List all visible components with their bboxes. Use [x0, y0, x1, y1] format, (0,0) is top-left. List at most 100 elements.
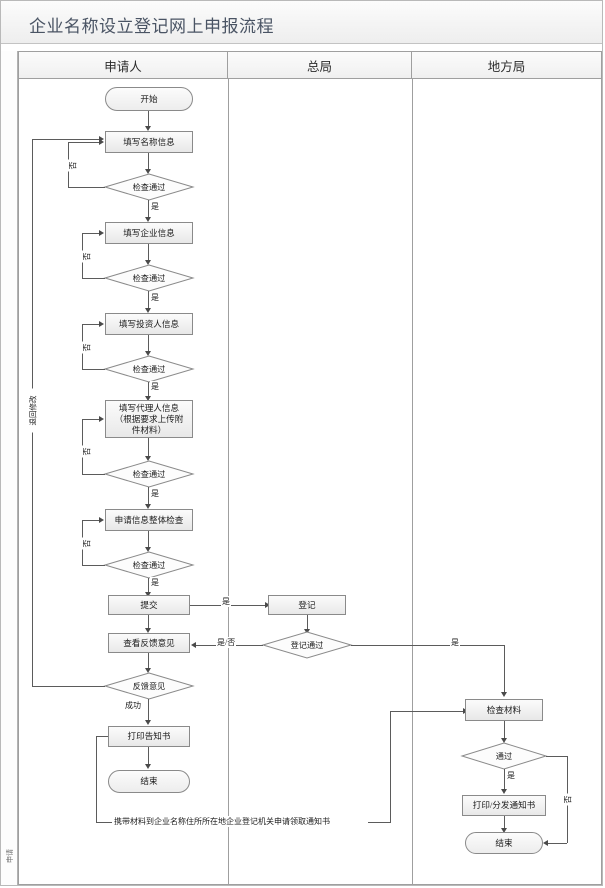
edge-label-check1-yes: 是 [150, 201, 160, 212]
conn-pass-yes [504, 769, 505, 791]
conn-printdist-down [504, 816, 505, 830]
edge-label-check3-yes: 是 [150, 381, 160, 392]
conn-return-modify-h-top [32, 139, 99, 140]
node-end-local-label: 结束 [495, 837, 513, 848]
node-check-materials: 检查材料 [465, 699, 543, 721]
arrow-check3-no [99, 321, 104, 327]
conn-check3-no-h1 [82, 369, 105, 370]
arrow-check4-yes [145, 504, 151, 509]
edge-label-check4-yes: 是 [150, 488, 160, 499]
arrow-return-modify [99, 136, 104, 142]
node-submit: 提交 [108, 595, 190, 615]
conn-check1-no-h1 [68, 187, 105, 188]
conn-viewfeedback-down [148, 653, 149, 670]
conn-check1-no-h2 [68, 142, 99, 143]
arrow-check2-no [99, 230, 104, 236]
node-print-distribute: 打印/分发通知书 [462, 795, 546, 816]
lane-header-head-bureau: 总局 [228, 51, 412, 79]
edge-label-check5-no: 否 [81, 537, 93, 550]
node-end-applicant: 结束 [108, 770, 190, 793]
node-print-distribute-label: 打印/分发通知书 [472, 800, 536, 810]
node-submit-label: 提交 [140, 599, 158, 610]
annotation-pickup-notice: 携带材料到企业名称住所所在地企业登记机关申请领取通知书 [112, 816, 332, 827]
lane-divider-left [18, 79, 228, 885]
arrow-printdist-down [501, 828, 507, 833]
conn-check5-no-h2 [82, 520, 99, 521]
arrow-start-to-fillname [145, 126, 151, 131]
edge-label-pass-no: 否 [562, 793, 574, 806]
lane-divider-mid [228, 79, 412, 885]
conn-return-modify-h-bottom [32, 686, 105, 687]
node-check4: 检查通过 [103, 460, 195, 488]
conn-note-right-h [368, 822, 391, 823]
edge-label-registerpass-yesno: 是/否 [216, 637, 237, 648]
node-register: 登记 [268, 595, 346, 615]
lane-bottom-border [18, 884, 602, 885]
arrow-fillagent-to-check4 [145, 456, 151, 461]
node-check3: 检查通过 [103, 355, 195, 383]
left-side-strip: 申请 [1, 51, 18, 885]
conn-check1-yes [148, 200, 149, 219]
arrow-viewfeedback-down [145, 668, 151, 673]
node-fill-agent: 填写代理人信息 （根据要求上传附 件材料） [105, 400, 193, 438]
conn-check5-no-h1 [82, 565, 105, 566]
lane-header-local-bureau-label: 地方局 [487, 59, 526, 74]
conn-check3-no-h2 [82, 324, 99, 325]
conn-check2-yes [148, 291, 149, 310]
node-check1: 检查通过 [103, 173, 195, 201]
title-bar: 企业名称设立登记网上申报流程 [1, 1, 602, 44]
node-end-applicant-label: 结束 [140, 776, 158, 786]
conn-check2-no-h2 [82, 233, 99, 234]
edge-label-check5-yes: 是 [150, 577, 160, 588]
conn-fillcompany-down [148, 244, 149, 262]
conn-printnotice-down [148, 747, 149, 766]
node-overall-check: 申请信息整体检查 [105, 509, 193, 531]
arrow-check5-no [99, 517, 104, 523]
arrow-check4-no [99, 416, 104, 422]
node-fill-agent-line2: （根据要求上传附 [114, 413, 184, 424]
strip-label-bottom: 申请 [6, 849, 14, 863]
node-view-feedback-label: 查看反馈意见 [123, 637, 175, 648]
conn-printnotice-to-note-v [96, 736, 97, 822]
node-print-notice: 打印告知书 [108, 726, 190, 747]
arrow-overall-to-check5 [145, 547, 151, 552]
node-check-materials-label: 检查材料 [486, 704, 522, 715]
edge-label-success: 成功 [124, 700, 142, 711]
lane-header-head-bureau-label: 总局 [306, 59, 332, 74]
node-start-label: 开始 [140, 93, 158, 104]
lane-divider-right [412, 79, 602, 885]
arrow-check5-yes [145, 592, 151, 597]
conn-check3-yes [148, 382, 149, 398]
edge-label-submit-yes: 是 [221, 596, 231, 607]
arrow-fillinvestor-to-check3 [145, 351, 151, 356]
edge-label-check4-no: 否 [81, 445, 93, 458]
conn-pass-no-h [546, 756, 568, 757]
conn-feedback-success [148, 699, 149, 722]
conn-check2-no-h1 [82, 278, 105, 279]
edge-label-check2-yes: 是 [150, 292, 160, 303]
page-title: 企业名称设立登记网上申报流程 [29, 17, 274, 36]
arrow-check2-yes [145, 308, 151, 313]
node-fill-company: 填写企业信息 [105, 222, 193, 244]
arrow-pass-no-to-end [543, 840, 548, 846]
arrow-check1-yes [145, 217, 151, 222]
conn-note-left [96, 822, 116, 823]
conn-note-to-checkmat [390, 711, 465, 712]
arrow-submit-down [145, 628, 151, 633]
arrow-check1-no [99, 139, 104, 145]
conn-fillinvestor-down [148, 335, 149, 353]
edge-label-check3-no: 否 [81, 341, 93, 354]
arrow-fillcompany-to-check2 [145, 260, 151, 265]
conn-registerpass-right-v [504, 645, 505, 694]
conn-register-down [307, 615, 308, 631]
arrow-pass-yes [501, 789, 507, 794]
node-fill-name-label: 填写名称信息 [123, 136, 175, 147]
node-feedback-decision: 反馈意见 [103, 672, 195, 700]
edge-label-return-modify: 退回修改 [27, 388, 39, 433]
node-check5: 检查通过 [103, 551, 195, 579]
node-register-pass: 登记通过 [261, 631, 353, 659]
edge-label-check1-no: 否 [67, 159, 79, 172]
arrow-check3-yes [145, 396, 151, 401]
conn-note-right-v [390, 711, 391, 822]
